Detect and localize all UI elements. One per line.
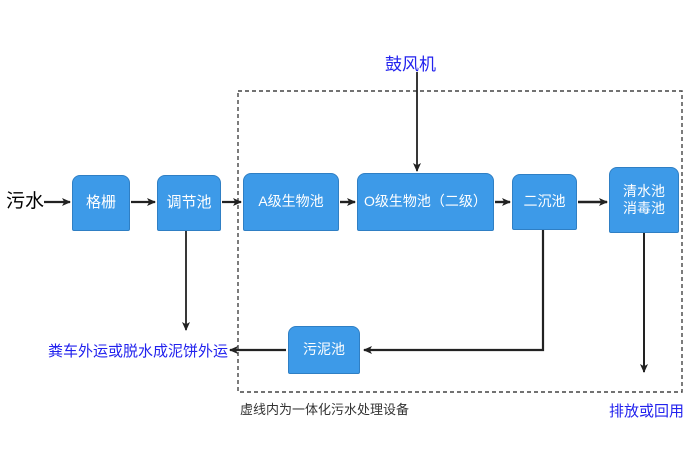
node-secondary-clarifier-label: 二沉池: [523, 193, 566, 210]
node-regulating-tank[interactable]: 调节池: [157, 175, 221, 231]
node-secondary-clarifier[interactable]: 二沉池: [512, 174, 577, 230]
node-sludge-tank-label: 污泥池: [303, 341, 345, 358]
label-blower: 鼓风机: [385, 55, 436, 74]
node-clearwater-disinfection-tank[interactable]: 清水池 消毒池: [609, 167, 679, 233]
node-sludge-tank[interactable]: 污泥池: [288, 326, 360, 374]
label-discharge-or-reuse: 排放或回用: [609, 403, 685, 420]
node-o-stage-biological-tank[interactable]: O级生物池（二级）: [357, 173, 494, 231]
node-o-stage-biological-tank-label: O级生物池（二级）: [364, 193, 487, 210]
node-grille-label: 格栅: [85, 193, 116, 211]
node-grille[interactable]: 格栅: [72, 175, 130, 231]
connector-clarifier-to-sludge-tank: [363, 230, 545, 354]
label-influent: 污水: [6, 191, 45, 212]
integrated-equipment-dashed-boundary: [237, 90, 683, 393]
caption-dashed-boundary-note: 虚线内为一体化污水处理设备: [240, 402, 410, 417]
node-disinfection-tank-label: 消毒池: [623, 200, 665, 216]
node-a-stage-biological-tank-label: A级生物池: [258, 193, 324, 210]
node-a-stage-biological-tank[interactable]: A级生物池: [243, 173, 339, 231]
node-clearwater-tank-label: 清水池: [623, 182, 665, 199]
node-regulating-tank-label: 调节池: [166, 193, 212, 211]
label-sludge-disposal: 粪车外运或脱水成泥饼外运: [48, 343, 229, 360]
